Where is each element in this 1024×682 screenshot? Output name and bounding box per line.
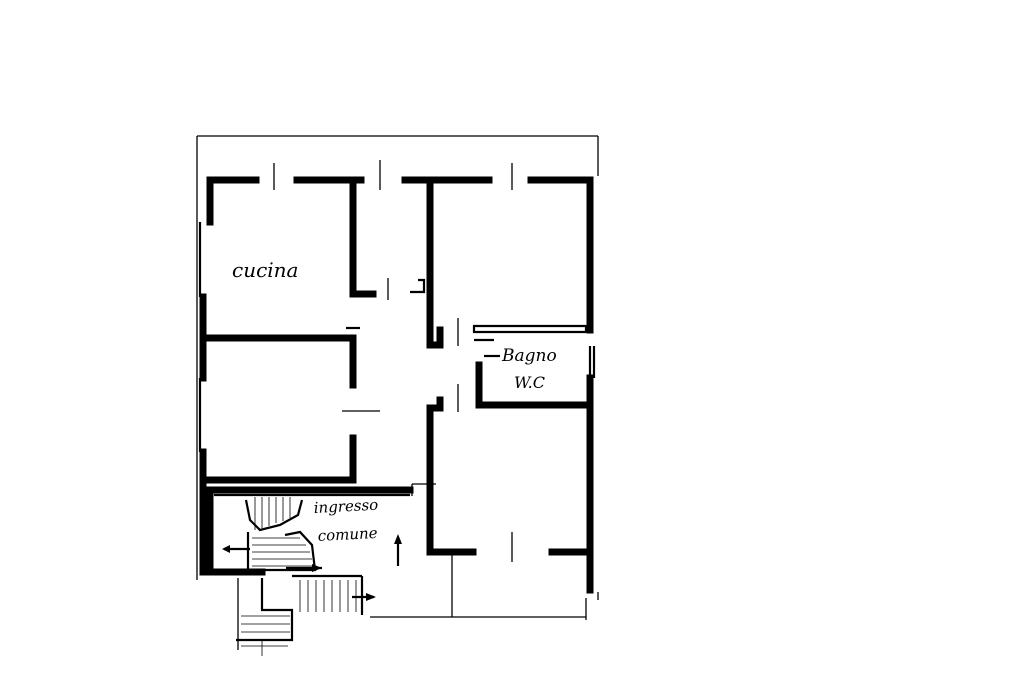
room-label-entrance-line1: ingresso <box>313 496 378 517</box>
kitchen-walls <box>205 176 389 484</box>
room-label-entrance-line2: comune <box>317 524 378 545</box>
exterior-stairs <box>236 574 376 656</box>
room-label-kitchen: cucina <box>232 258 298 282</box>
room-label-bathroom-line1: Bagno <box>501 346 557 366</box>
top-walls <box>206 160 594 334</box>
lower-right-walls <box>511 374 594 594</box>
outer-boundary <box>196 135 599 620</box>
bathroom-walls <box>472 324 596 409</box>
corridor-walls <box>410 176 477 556</box>
room-label-bathroom-line2: W.C <box>514 373 545 392</box>
left-walls <box>198 222 266 576</box>
stairwell <box>206 486 414 576</box>
